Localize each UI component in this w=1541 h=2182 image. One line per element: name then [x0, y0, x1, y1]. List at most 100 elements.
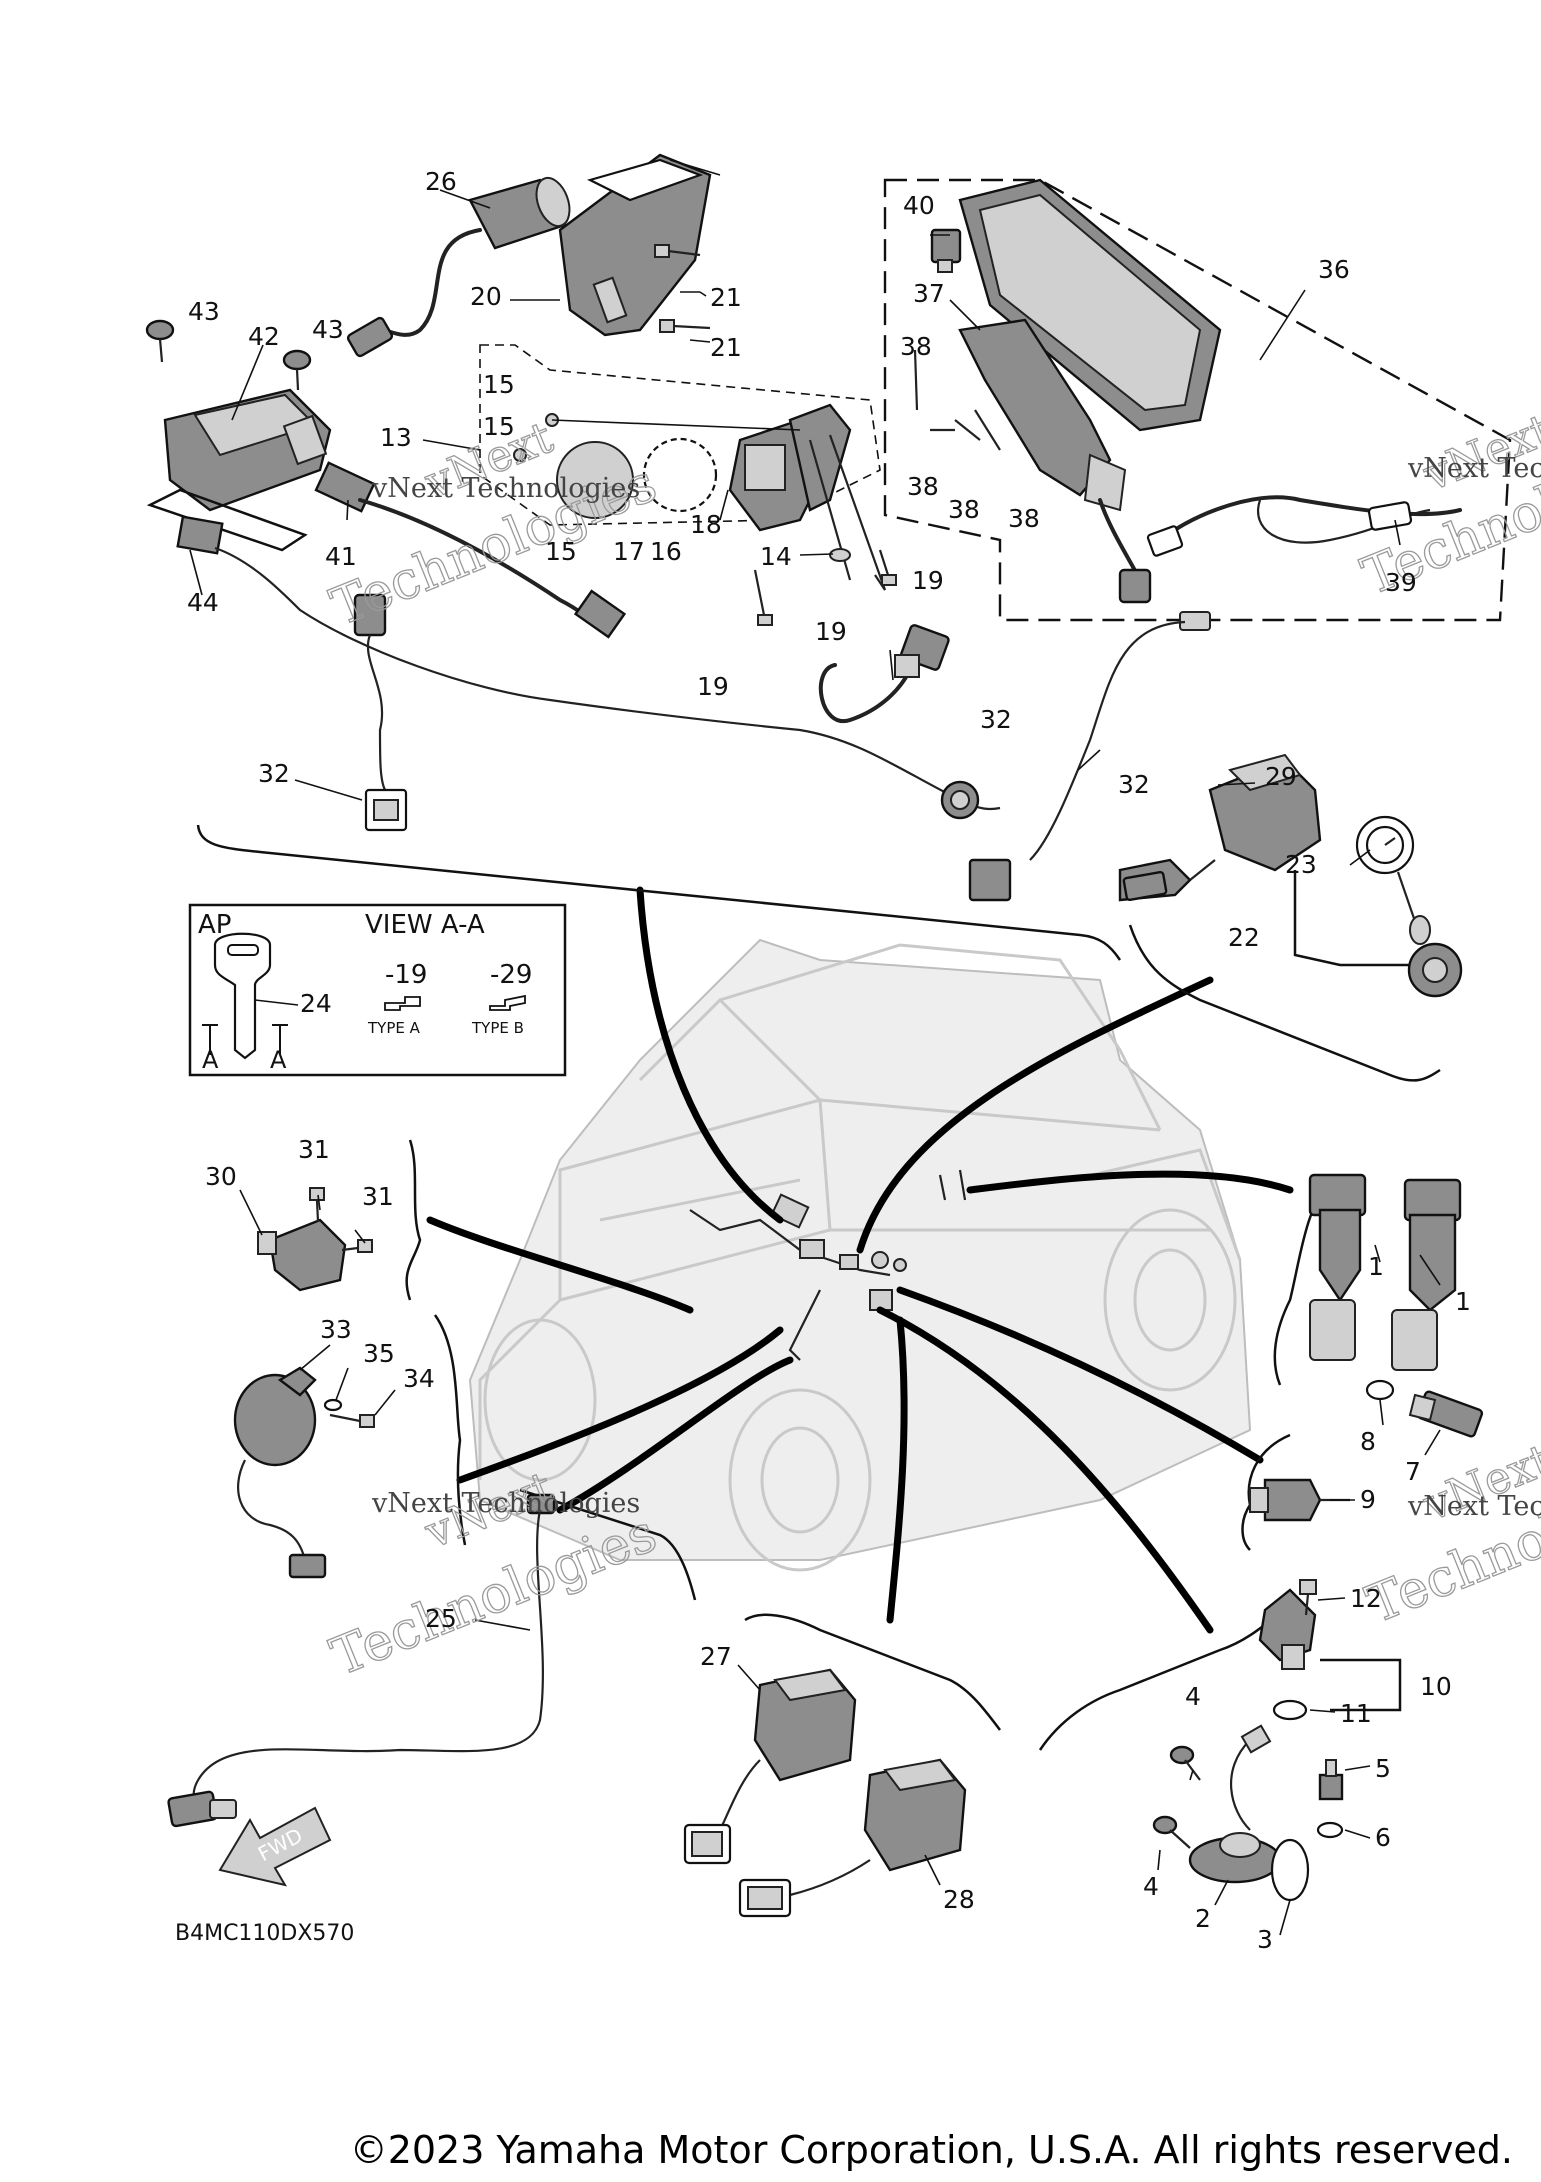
callout-28: 28: [943, 1885, 975, 1914]
callout-1: 1: [1455, 1287, 1471, 1316]
callout-38: 38: [900, 332, 932, 361]
callout-30: 30: [205, 1162, 237, 1191]
part-7-sensor: [1408, 1390, 1484, 1438]
part-24-key: [213, 932, 272, 1060]
part-6-washer: [1316, 1821, 1344, 1839]
callout-42: 42: [248, 322, 280, 351]
callout-8: 8: [1360, 1427, 1376, 1456]
callout-19: 19: [697, 672, 729, 701]
type-a-label: TYPE A: [367, 1019, 421, 1037]
callout-27: 27: [700, 1642, 732, 1671]
callout-31: 31: [298, 1135, 330, 1164]
part-28-switch: [738, 1758, 967, 1918]
callout-38: 38: [1008, 504, 1040, 533]
callout-1: 1: [1368, 1252, 1384, 1281]
callout-35: 35: [363, 1339, 395, 1368]
view-label: VIEW A-A: [365, 910, 485, 940]
type-b-suffix: -29: [490, 960, 532, 990]
leader-lines: [189, 189, 1441, 1936]
part-18-switch-assembly: [728, 403, 887, 591]
part-14-pin: [829, 548, 851, 562]
part-17-meter: [556, 437, 718, 519]
callout-11: 11: [1340, 1699, 1372, 1728]
part-32-sensor-left: [353, 593, 408, 832]
callout-21: 21: [710, 333, 742, 362]
part-31-bolts: [309, 1187, 373, 1253]
part-11-o-ring: [1272, 1699, 1308, 1721]
part-29-switch: [1118, 753, 1322, 902]
part-44-harness: [176, 515, 1001, 820]
callout-13: 13: [380, 423, 412, 452]
callout-10: 10: [1420, 1672, 1452, 1701]
part-21-bolts: [654, 244, 711, 333]
callout-17: 17: [613, 537, 645, 566]
section-mark-right: A: [270, 1046, 287, 1074]
part-22-connector: [1396, 871, 1463, 998]
callout-22: 22: [1228, 923, 1260, 952]
callout-32: 32: [980, 705, 1012, 734]
callout-labels: 26 20 21 21 43 42 43 15 15 13 15 17 16 1…: [187, 167, 1471, 1954]
callout-14: 14: [760, 542, 792, 571]
part-42-fuse-box: [163, 388, 332, 512]
callout-43: 43: [188, 297, 220, 326]
callout-25: 25: [425, 1604, 457, 1633]
callout-43: 43: [312, 315, 344, 344]
callout-24: 24: [300, 989, 332, 1018]
watermark-inline: vNext Technologies: [371, 473, 640, 504]
part-39-cable: [1146, 495, 1462, 557]
type-b-label: TYPE B: [471, 1019, 524, 1037]
center-harness-cluster: [689, 1169, 967, 1361]
callout-39: 39: [1385, 568, 1417, 597]
callout-19: 19: [912, 566, 944, 595]
callout-37: 37: [913, 279, 945, 308]
part-30-sensor: [257, 1218, 347, 1292]
callout-6: 6: [1375, 1823, 1391, 1852]
callout-16: 16: [650, 537, 682, 566]
part-32-sensor-right: [968, 611, 1211, 902]
watermark-inline: vNext Technologies: [1407, 453, 1541, 484]
part-10-sensor: [1258, 1588, 1317, 1670]
part-12-bolt: [1299, 1579, 1317, 1616]
part-20-bracket: [558, 153, 712, 337]
callout-26: 26: [425, 167, 457, 196]
callout-5: 5: [1375, 1754, 1391, 1783]
part-33-horn: [233, 1366, 327, 1579]
callout-38: 38: [907, 472, 939, 501]
callout-40: 40: [903, 191, 935, 220]
callout-15: 15: [483, 370, 515, 399]
part-23-indicator: [1355, 815, 1415, 875]
part-8-o-ring: [1365, 1379, 1395, 1401]
callout-36: 36: [1318, 255, 1350, 284]
part-25-sensor: [167, 1493, 556, 1828]
callout-34: 34: [403, 1364, 435, 1393]
part-35-washer: [323, 1398, 343, 1412]
part-1-ignition-coils: [1308, 1173, 1462, 1371]
part-43-bolts: [145, 319, 312, 391]
part-38-screws: [913, 349, 1001, 451]
callout-7: 7: [1405, 1457, 1421, 1486]
part-27-switch: [683, 1668, 857, 1865]
callout-12: 12: [1350, 1584, 1382, 1613]
part-19-screws: [753, 549, 897, 626]
part-32-sensor-middle: [818, 624, 950, 724]
watermark-inline: vNext Technologies: [371, 1488, 640, 1519]
callout-18: 18: [690, 510, 722, 539]
callout-2: 2: [1195, 1904, 1211, 1933]
callout-33: 33: [320, 1315, 352, 1344]
callout-38: 38: [948, 495, 980, 524]
callout-32: 32: [1118, 770, 1150, 799]
part-34-bolt: [329, 1413, 375, 1428]
part-3-o-ring: [1270, 1838, 1310, 1902]
copyright-text: ©2023 Yamaha Motor Corporation, U.S.A. A…: [349, 2128, 1513, 2172]
part-2-sensor: [1188, 1724, 1282, 1884]
callout-4: 4: [1143, 1872, 1159, 1901]
watermark-inline: vNext Technologies: [1407, 1491, 1541, 1522]
part-36-display-unit: [958, 178, 1222, 432]
callout-4: 4: [1185, 1682, 1201, 1711]
callout-3: 3: [1257, 1925, 1273, 1954]
section-mark-left: A: [202, 1046, 219, 1074]
vehicle-outline: [468, 938, 1252, 1572]
part-40-clip: [930, 228, 962, 273]
callout-32: 32: [258, 759, 290, 788]
